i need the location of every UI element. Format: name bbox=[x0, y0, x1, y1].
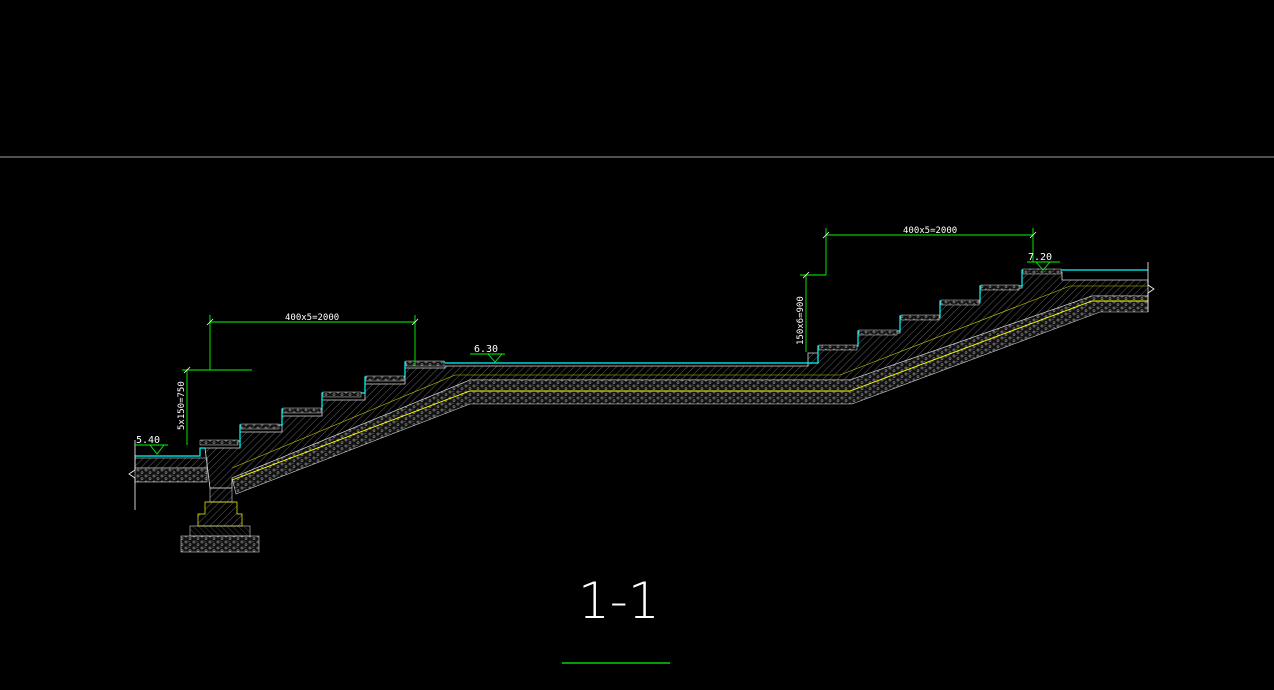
elevation-marker-lower: 5.40 bbox=[135, 435, 168, 455]
break-lines bbox=[128, 262, 1155, 510]
waterproof-membrane-line bbox=[231, 300, 1148, 481]
footing-gravel-pad bbox=[180, 535, 260, 553]
lower-ground-slab bbox=[134, 457, 208, 469]
left-run-dimension: 400x5=2000 bbox=[285, 313, 339, 323]
stair-structure bbox=[134, 271, 1149, 553]
right-run-dimension: 400x5=2000 bbox=[903, 226, 957, 236]
left-rise-dimension: 5x150=750 bbox=[177, 381, 187, 430]
right-rise-dimension: 150x6=900 bbox=[796, 296, 806, 345]
lower-ground-gravel bbox=[134, 467, 208, 483]
dimension-lines bbox=[182, 228, 1034, 664]
dimension-ticks bbox=[183, 231, 1037, 374]
elevation-marker-middle: 6.30 bbox=[470, 344, 505, 363]
elevation-marker-upper: 7.20 bbox=[1027, 252, 1060, 271]
elevation-label-upper: 7.20 bbox=[1028, 252, 1052, 263]
footing-base bbox=[189, 525, 251, 537]
section-title: 1-1 bbox=[578, 572, 660, 630]
inner-membrane-line bbox=[231, 285, 1148, 469]
tread-nosings bbox=[199, 268, 1062, 446]
elevation-label-lower: 5.40 bbox=[136, 435, 160, 446]
stepped-footing bbox=[197, 501, 243, 527]
column-stem bbox=[209, 487, 233, 503]
elevation-label-middle: 6.30 bbox=[474, 344, 498, 355]
lower-finish-line bbox=[135, 447, 205, 457]
